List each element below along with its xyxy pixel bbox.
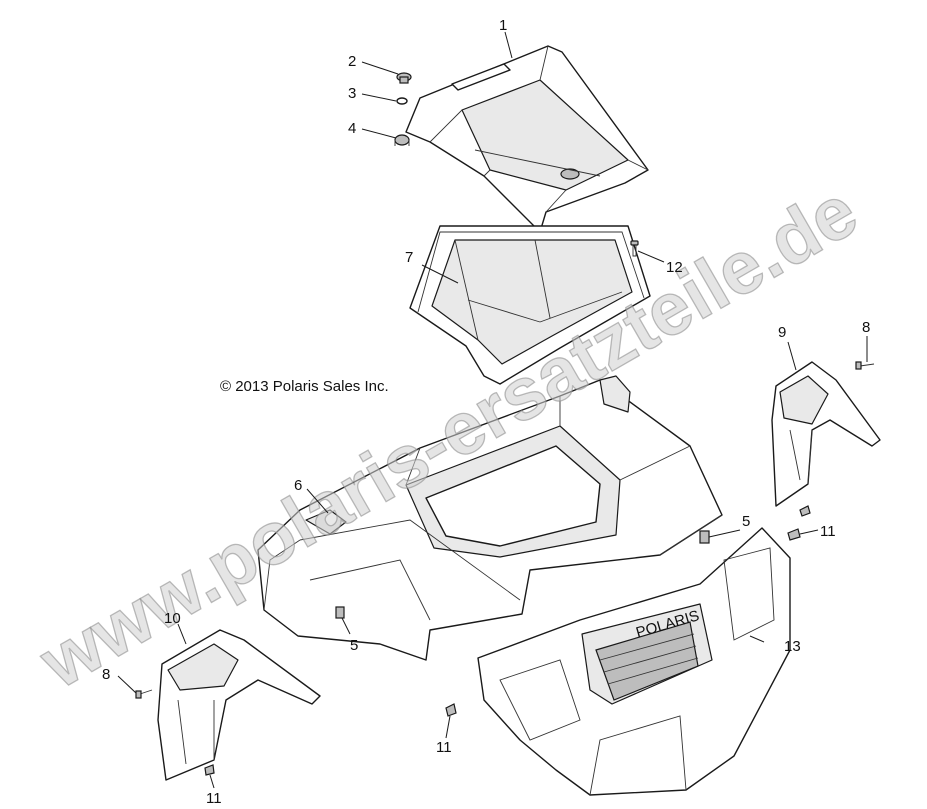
callout-10: 10 <box>164 610 181 627</box>
part-5-clip-right <box>699 530 710 544</box>
leader-lines <box>117 31 868 789</box>
rear-body-panel <box>257 375 723 661</box>
part-11-rivet-bottom <box>445 703 457 717</box>
callout-5-left: 5 <box>350 637 358 654</box>
part-2-fastener-cap <box>396 72 412 84</box>
callout-8-right: 8 <box>862 319 870 336</box>
callout-2: 2 <box>348 53 356 70</box>
callout-11-left: 11 <box>206 790 222 807</box>
part-7-storage-bin <box>409 225 651 385</box>
part-1-hood-lid <box>405 45 649 233</box>
part-8-screw-left <box>135 689 153 699</box>
part-12-screw <box>630 240 639 257</box>
callout-5-right: 5 <box>742 513 750 530</box>
callout-9: 9 <box>778 324 786 341</box>
callout-7: 7 <box>405 249 413 266</box>
part-11-rivet-left <box>204 764 215 776</box>
part-8-screw-right <box>855 361 875 370</box>
callout-3: 3 <box>348 85 356 102</box>
part-9-right-fender <box>771 361 881 507</box>
callout-11-right: 11 <box>820 523 836 540</box>
callout-labels: 1 2 3 4 5 5 6 7 8 8 9 10 11 11 11 12 13 <box>102 17 870 807</box>
callout-1: 1 <box>499 17 507 34</box>
part-3-washer <box>396 97 408 105</box>
callout-6: 6 <box>294 477 302 494</box>
callout-8-left: 8 <box>102 666 110 683</box>
part-13-bumper-grille: POLARIS <box>477 527 791 796</box>
copyright-text: © 2013 Polaris Sales Inc. <box>220 378 389 395</box>
part-4-grommet <box>394 134 410 146</box>
part-11-rivet-right <box>787 505 811 541</box>
part-5-clip-left <box>335 606 345 619</box>
callout-13: 13 <box>784 638 801 655</box>
callout-4: 4 <box>348 120 356 137</box>
callout-12: 12 <box>666 259 683 276</box>
callout-11-bottom: 11 <box>436 739 452 756</box>
part-10-left-fender <box>157 629 321 781</box>
